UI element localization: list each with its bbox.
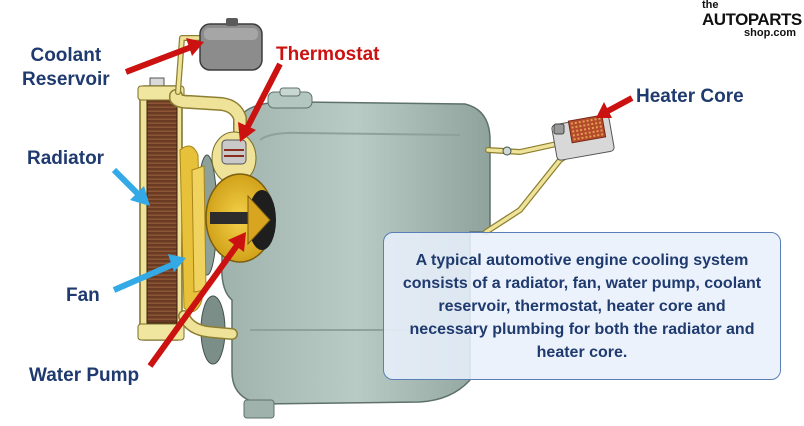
label-radiator: Radiator bbox=[27, 148, 105, 169]
pointer-arrows bbox=[111, 38, 634, 368]
valve bbox=[502, 146, 512, 156]
logo-main: AUTOPARTS bbox=[702, 10, 802, 29]
info-text: A typical automotive engine cooling syst… bbox=[402, 251, 762, 361]
arrow-heater-core bbox=[596, 95, 634, 118]
label-coolant-reservoir-line1: Coolant bbox=[30, 45, 102, 66]
autopartsshop-logo: the AUTOPARTS shop.com bbox=[702, 0, 802, 39]
thermostat bbox=[211, 131, 257, 185]
label-water-pump: Water Pump bbox=[29, 365, 140, 386]
arrow-water-pump bbox=[147, 232, 246, 368]
label-thermostat: Thermostat bbox=[276, 44, 380, 65]
logo-the: the bbox=[702, 0, 719, 11]
label-fan: Fan bbox=[66, 285, 100, 306]
radiator bbox=[137, 77, 185, 341]
arrow-fan bbox=[112, 254, 186, 293]
heater-core bbox=[551, 114, 615, 161]
arrow-coolant-reservoir bbox=[124, 38, 204, 75]
label-coolant-reservoir-line2: Reservoir bbox=[22, 69, 110, 90]
arrow-thermostat bbox=[238, 62, 283, 142]
arrow-radiator bbox=[111, 167, 150, 206]
coolant-reservoir bbox=[199, 18, 263, 71]
info-box: A typical automotive engine cooling syst… bbox=[383, 232, 781, 380]
label-coolant-reservoir: Coolant Reservoir bbox=[22, 44, 110, 92]
label-heater-core: Heater Core bbox=[636, 86, 744, 107]
fan bbox=[179, 145, 207, 313]
logo-sub: shop.com bbox=[744, 27, 796, 39]
water-pump bbox=[205, 173, 276, 263]
